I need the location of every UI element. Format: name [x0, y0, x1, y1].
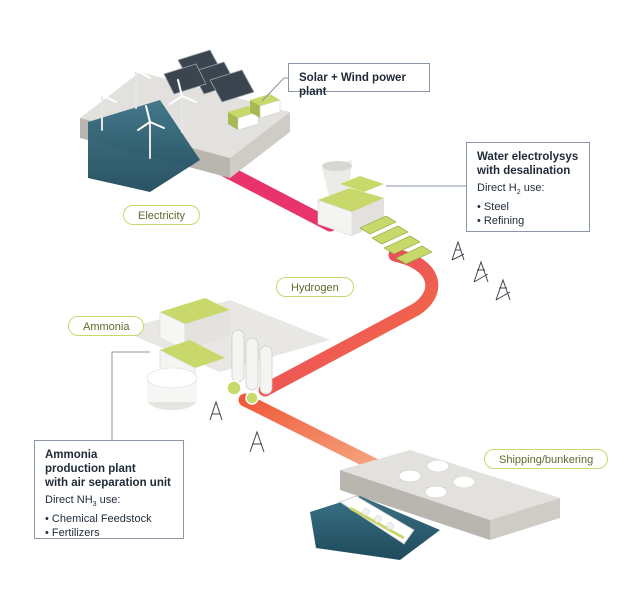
ammonia-use-item: Chemical Feedstock: [45, 512, 173, 526]
use-prefix: Direct H: [477, 182, 517, 194]
tanker-ship: [339, 495, 415, 545]
electrolysis-use-item: Steel: [477, 200, 579, 214]
solar-panel-array: [163, 49, 255, 103]
solar-wind-plant: [80, 49, 290, 192]
electrolysis-plant: [317, 160, 511, 301]
ammonia-label: Ammonia: [68, 316, 145, 336]
electrolysis-title-line1: Water electrolysys: [477, 151, 579, 163]
hydrogen-flow-line: [258, 248, 439, 397]
storage-cylinders: [231, 329, 273, 395]
shipping-label: Shipping/bunkering: [484, 449, 609, 469]
terminal-tanks: [398, 459, 476, 499]
shipping-terminal: [310, 450, 560, 560]
use-prefix: Direct NH: [45, 494, 93, 506]
inverter-boxes: [228, 94, 281, 131]
ammonia-plant-callout: Ammonia production plant with air separa…: [34, 440, 184, 539]
pylons: [451, 240, 511, 301]
use-suffix: use:: [520, 182, 545, 194]
electrolysis-use-item: Refining: [477, 214, 579, 228]
electricity-label: Electricity: [123, 205, 201, 225]
ammonia-plant: [120, 298, 330, 453]
ammonia-tank: [146, 367, 198, 410]
electrolysis-title-line2: with desalination: [477, 165, 571, 177]
electrolyser-cylinders: [359, 215, 433, 265]
solar-wind-callout: Solar + Wind power plant: [288, 63, 430, 98]
use-suffix: use:: [96, 494, 121, 506]
wind-turbines: [89, 51, 197, 159]
ammonia-plant-title-line1: Ammonia: [45, 449, 98, 461]
ammonia-use-label: Direct NH3 use:: [45, 493, 173, 512]
ammonia-plant-title-line3: with air separation unit: [45, 477, 171, 489]
callout-leader-lines: [111, 77, 466, 440]
ammonia-plant-title-line2: production plant: [45, 463, 136, 475]
ammonia-use-item: Fertilizers: [45, 526, 173, 540]
solar-wind-title: Solar + Wind power plant: [299, 72, 406, 98]
hydrogen-label: Hydrogen: [276, 277, 354, 297]
electrolysis-callout: Water electrolysys with desalination Dir…: [466, 142, 590, 232]
use-subscript: 2: [516, 189, 521, 197]
use-subscript: 3: [92, 501, 97, 509]
electrolysis-use-label: Direct H2 use:: [477, 181, 579, 200]
